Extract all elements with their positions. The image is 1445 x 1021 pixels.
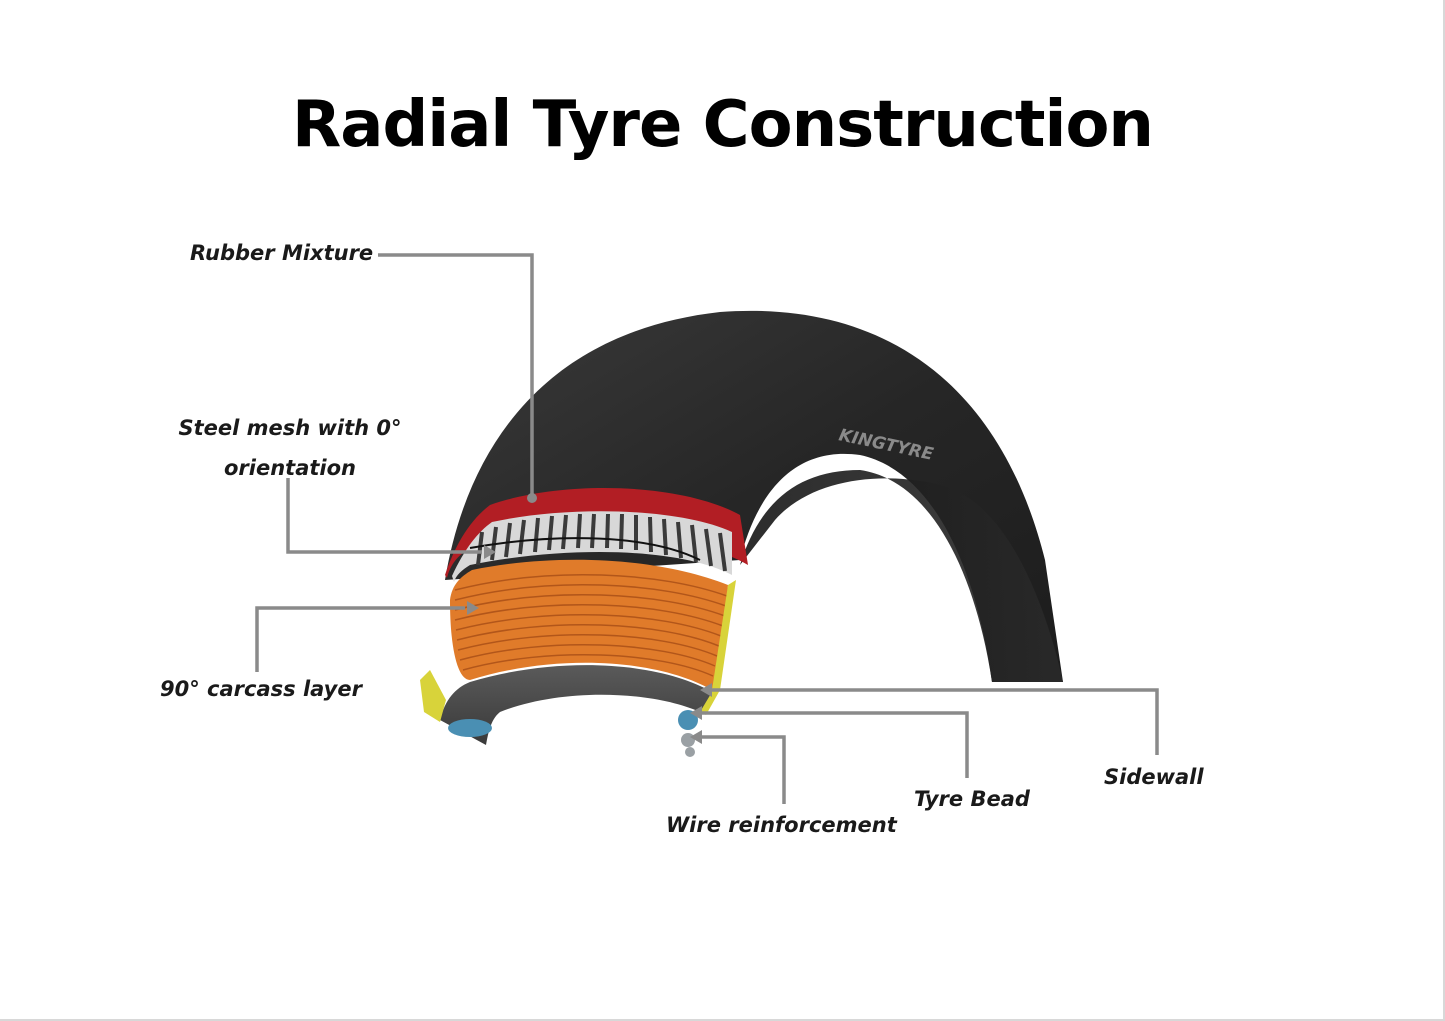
leader-sidewall (712, 688, 1159, 755)
label-steel-mesh-line1: Steel mesh with 0° (178, 416, 402, 440)
frame-border-right (1443, 0, 1445, 1021)
sidewall-liner-left (420, 670, 446, 722)
label-wire-reinforcement: Wire reinforcement (666, 813, 897, 837)
carcass-stripes (454, 574, 728, 677)
bead-right (678, 710, 698, 730)
sidewall-liner-right (700, 580, 736, 715)
label-tyre-bead: Tyre Bead (914, 787, 1030, 811)
leader-tyre-bead (700, 711, 969, 778)
tyre-tread (445, 310, 1063, 682)
leader-steel-mesh (286, 478, 482, 554)
inner-liner (440, 665, 712, 745)
leader-lines (255, 253, 1159, 804)
bead-left (448, 719, 492, 737)
label-sidewall: Sidewall (1104, 765, 1204, 789)
leader-wire-reinforcement (700, 735, 786, 804)
tyre-inner-sidewall (740, 470, 1063, 682)
leader-rubber-mixture (378, 253, 534, 496)
label-steel-mesh: Steel mesh with 0° orientation (172, 408, 408, 488)
diagram-title: Radial Tyre Construction (292, 88, 1154, 162)
leader-carcass (255, 606, 465, 672)
steel-mesh-stripes (476, 513, 727, 572)
leader-arrowheads (467, 493, 712, 744)
frame-border-bottom (0, 1019, 1445, 1021)
label-carcass: 90° carcass layer (160, 677, 362, 701)
label-steel-mesh-line2: orientation (224, 456, 356, 480)
label-rubber-mixture: Rubber Mixture (190, 241, 374, 265)
